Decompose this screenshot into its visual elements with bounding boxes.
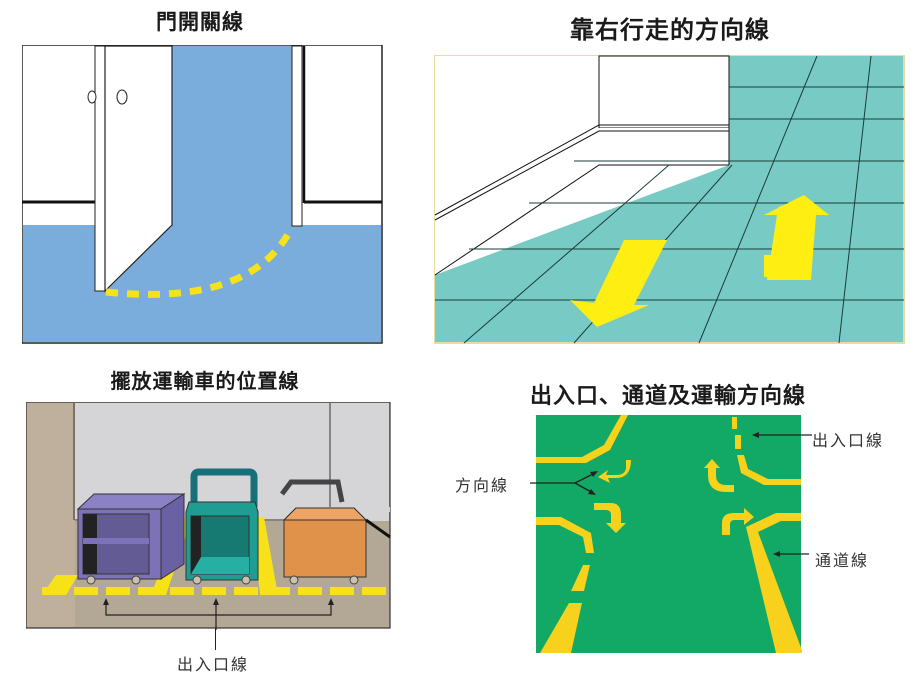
keep-right-illustration [434, 55, 906, 345]
aisle-aisle-line-label: 通道線 [815, 551, 870, 570]
aisle-direction-line-label: 方向線 [455, 476, 510, 495]
aisle-entrance-line-label: 出入口線 [812, 431, 885, 450]
aisle-title: 出入口、通道及運輸方向線 [529, 384, 806, 409]
cart-parking-pointer-stem [215, 628, 216, 650]
cart-entrance-line-label: 出入口線 [177, 655, 250, 674]
door-swing-illustration [22, 45, 384, 345]
cart-parking-title: 擺放運輸車的位置線 [110, 369, 300, 393]
door-swing-title: 門開關線 [156, 10, 244, 34]
cart-parking-illustration [26, 402, 392, 630]
aisle-callout-arrows [530, 432, 812, 557]
aisle-illustration [536, 415, 802, 655]
keep-right-title: 靠右行走的方向線 [570, 16, 770, 44]
